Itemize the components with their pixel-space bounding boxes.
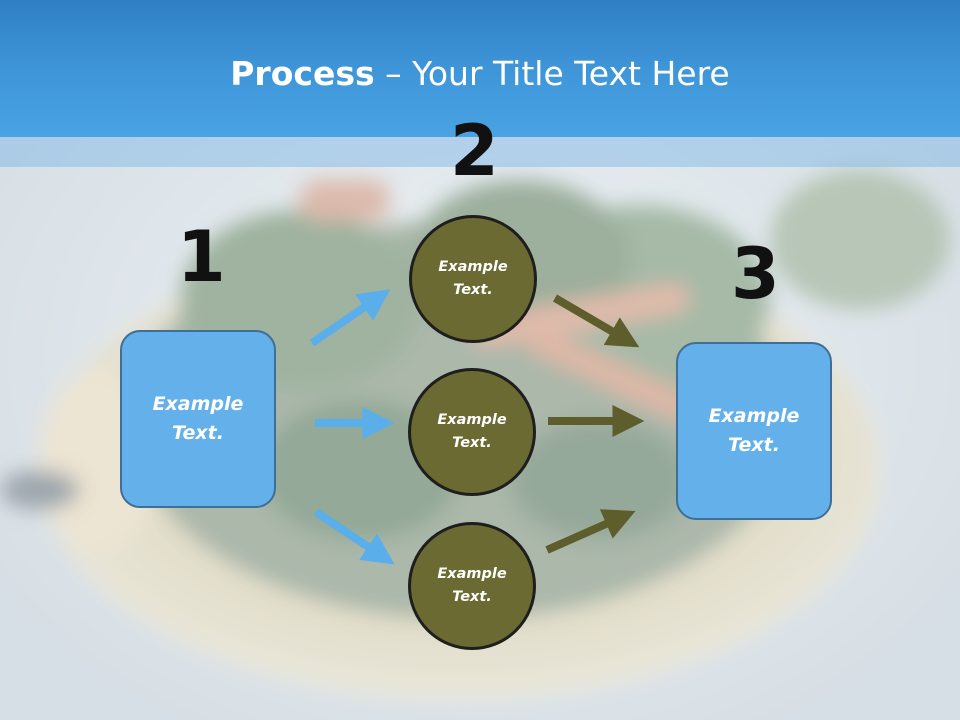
step-2-circle-top: Example Text. xyxy=(409,215,537,343)
title-bar xyxy=(0,0,960,137)
step-1-label: Example Text. xyxy=(152,393,244,444)
step-number-1: 1 xyxy=(177,216,226,298)
step-2-circle-bottom: Example Text. xyxy=(408,522,536,650)
step-1-box: Example Text. xyxy=(120,330,276,508)
step-2-circle-middle: Example Text. xyxy=(408,368,536,496)
step-number-2: 2 xyxy=(450,110,499,192)
title-bar-band xyxy=(0,137,960,167)
slide-title-rest: – Your Title Text Here xyxy=(374,54,730,93)
step-2-circle-middle-label: Example Text. xyxy=(437,412,507,451)
step-3-label: Example Text. xyxy=(708,405,800,456)
step-number-3: 3 xyxy=(731,233,780,315)
slide-title: Process – Your Title Text Here xyxy=(0,50,960,98)
step-2-circle-bottom-label: Example Text. xyxy=(437,566,507,605)
slide-title-bold: Process xyxy=(230,54,375,93)
step-2-circle-top-label: Example Text. xyxy=(438,259,508,298)
step-3-box: Example Text. xyxy=(676,342,832,520)
